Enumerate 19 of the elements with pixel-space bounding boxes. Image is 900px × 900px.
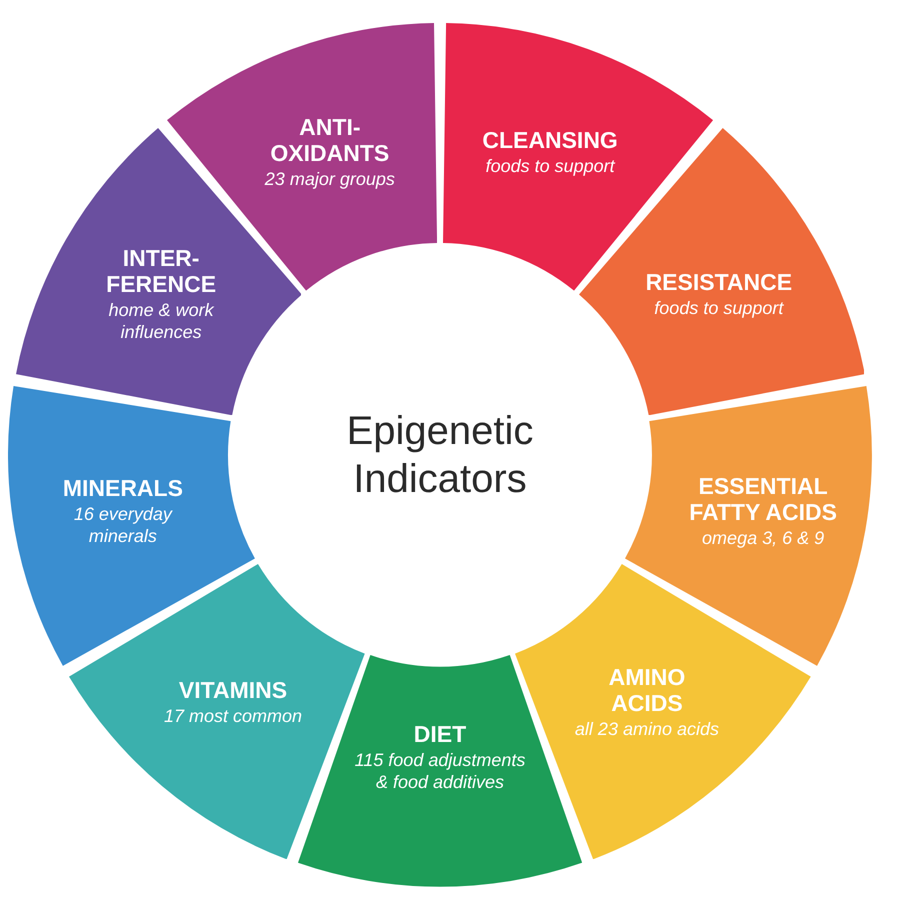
segment-title: VITAMINS (178, 676, 288, 703)
segment-title: INTER-FERENCE (105, 244, 218, 297)
segment-title: MINERALS (62, 474, 184, 501)
segment-subtitle: 17 most common (162, 704, 304, 727)
segment-subtitle: foods to support (653, 296, 785, 319)
segment-subtitle: 16 everyday minerals (72, 502, 174, 547)
segment-title: RESISTANCE (644, 268, 794, 295)
segment-title: CLEANSING (481, 127, 619, 154)
segment-subtitle: 115 food adjustments & food additives (354, 748, 526, 793)
center-title: Epigenetic Indicators (346, 408, 534, 503)
segment-subtitle: home & work influences (108, 298, 216, 343)
segment-subtitle: omega 3, 6 & 9 (701, 526, 826, 549)
segment-title: ESSENTIAL FATTY ACIDS (688, 472, 838, 525)
segment-subtitle: 23 major groups (264, 168, 396, 190)
segment-title: AMINO ACIDS (608, 664, 686, 716)
segment-title: ANTI-OXIDANTS (269, 114, 390, 166)
segment-title: DIET (412, 720, 468, 747)
segment-subtitle: foods to support (484, 155, 616, 178)
segment-subtitle: all 23 amino acids (574, 718, 720, 740)
